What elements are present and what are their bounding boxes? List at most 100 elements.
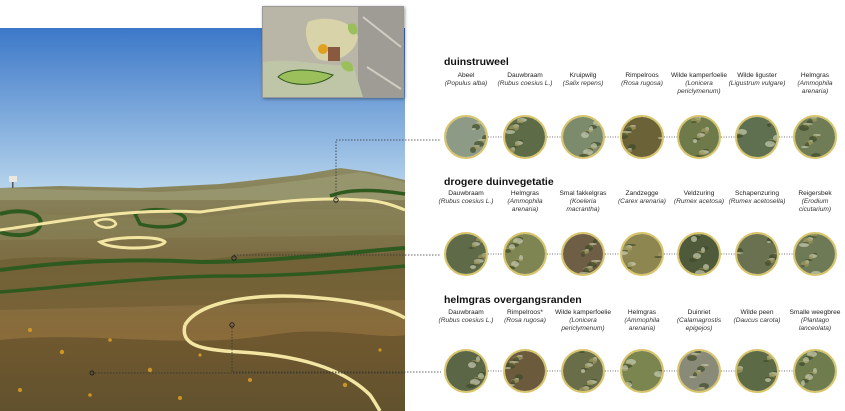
plant-latin-name: (Rubus coesius L.) bbox=[438, 198, 494, 205]
zone-drogere-duinvegetatie-line-2 bbox=[0, 264, 406, 294]
plant-label: Kruipwilg(Salix repens) bbox=[553, 72, 613, 88]
plant-label: Rimpelroos(Rosa rugosa) bbox=[612, 72, 672, 88]
plant-common-name: Abeel bbox=[457, 72, 475, 79]
zone-drogere-duinvegetatie-line bbox=[0, 246, 406, 272]
plant-latin-name: (Rumex acetosa) bbox=[673, 198, 725, 205]
plant-label: Dauwbraam(Rubus coesius L.) bbox=[436, 190, 496, 206]
plant-latin-name: (Koeleria macrantha) bbox=[566, 198, 600, 213]
plant-common-name: Zandzegge bbox=[625, 190, 659, 197]
plant-photo-circle bbox=[561, 349, 605, 393]
plant-label: Wilde liguster(Ligustrum vulgare) bbox=[727, 72, 787, 88]
plant-photo-circle bbox=[735, 349, 779, 393]
plant-label: Helmgras(Ammophila arenaria) bbox=[495, 190, 555, 214]
plant-latin-name: (Rosa rugosa) bbox=[621, 80, 663, 87]
plant-latin-name: (Plantago lanceolata) bbox=[798, 317, 832, 332]
plant-photo-circle bbox=[735, 115, 779, 159]
plant-photo-circle bbox=[503, 349, 547, 393]
plant-photo-circle bbox=[444, 232, 488, 276]
plant-latin-name: (Erodium cicutarium) bbox=[798, 198, 832, 213]
lifeguard-post bbox=[9, 176, 17, 188]
leader-line-drogere-duinvegetatie bbox=[233, 254, 441, 258]
plant-common-name: Dauwbraam bbox=[448, 309, 484, 316]
plant-photo-circle bbox=[444, 349, 488, 393]
zone-helmgras-overgang-line bbox=[183, 294, 406, 326]
plant-latin-name: (Daucus carota) bbox=[733, 317, 781, 324]
plant-photo-circle bbox=[620, 115, 664, 159]
plant-label: Helmgras(Ammophila arenaria) bbox=[612, 309, 672, 333]
plant-common-name: Kruipwilg bbox=[569, 72, 597, 79]
plant-photo-circle bbox=[620, 232, 664, 276]
section-title-helmgras-overgangsranden: helmgras overgangsranden bbox=[444, 294, 582, 306]
plant-photo-circle bbox=[503, 115, 547, 159]
zone-duinstruweel-outline-2 bbox=[132, 207, 187, 229]
plant-latin-name: (Calamagrostis epigejos) bbox=[676, 317, 722, 332]
section-title-drogere-duinvegetatie: drogere duinvegetatie bbox=[444, 176, 554, 188]
plant-label: Reigersbek(Erodium cicutarium) bbox=[785, 190, 845, 214]
plant-label: Wilde kamperfoelie(Lonicera periclymenum… bbox=[553, 309, 613, 333]
plant-latin-name: (Lonicera periclymenum) bbox=[561, 317, 605, 332]
plant-photo-circle bbox=[561, 115, 605, 159]
plant-photo-circle bbox=[677, 232, 721, 276]
plant-common-name: Wilde kamperfoelie bbox=[670, 72, 728, 79]
plant-latin-name: (Ligustrum vulgare) bbox=[728, 80, 786, 87]
plant-latin-name: (Salix repens) bbox=[562, 80, 604, 87]
zone-helmgras-blob bbox=[96, 236, 167, 250]
plant-label: Helmgras(Ammophila arenaria) bbox=[785, 72, 845, 96]
plant-label: Duinriet(Calamagrostis epigejos) bbox=[669, 309, 729, 333]
plant-latin-name: (Rubus coesius L.) bbox=[497, 80, 553, 87]
plant-latin-name: (Ammophila arenaria) bbox=[507, 198, 543, 213]
plant-common-name: Helmgras bbox=[800, 72, 830, 79]
plant-label: Dauwbraam(Rubus coesius L.) bbox=[436, 309, 496, 325]
plant-common-name: Dauwbraam bbox=[448, 190, 484, 197]
plant-label: Smal fakkelgras(Koeleria macrantha) bbox=[553, 190, 613, 214]
plant-photo-circle bbox=[503, 232, 547, 276]
leader-line-duinstruweel bbox=[335, 139, 441, 200]
plant-latin-name: (Ammophila arenaria) bbox=[797, 80, 833, 95]
plant-label: Wilde kamperfoelie(Lonicera periclymenum… bbox=[669, 72, 729, 96]
plant-label: Schapenzuring(Rumex acetosella) bbox=[727, 190, 787, 206]
plant-common-name: Wilde kamperfoelie bbox=[554, 309, 612, 316]
plant-common-name: Veldzuring bbox=[683, 190, 715, 197]
section-title-duinstruweel: duinstruweel bbox=[444, 56, 509, 68]
plant-latin-name: (Populus alba) bbox=[444, 80, 488, 87]
plant-photo-circle bbox=[677, 115, 721, 159]
plant-label: Smalle weegbree(Plantago lanceolata) bbox=[785, 309, 845, 333]
plant-photo-circle bbox=[735, 232, 779, 276]
plant-label: Rimpelroos*(Rosa rugosa) bbox=[495, 309, 555, 325]
plant-latin-name: (Rosa rugosa) bbox=[504, 317, 546, 324]
zone-duinstruweel-outline bbox=[0, 209, 43, 238]
zone-helmgras-overgang-line-2 bbox=[182, 324, 382, 411]
plant-common-name: Rimpelroos* bbox=[507, 309, 543, 316]
plant-latin-name: (Ammophila arenaria) bbox=[624, 317, 660, 332]
plant-photo-circle bbox=[793, 232, 837, 276]
zone-duinstruweel-outline-3 bbox=[329, 188, 406, 198]
zone-helmgras-line bbox=[0, 197, 406, 232]
plant-photo-circle bbox=[620, 349, 664, 393]
plant-common-name: Helmgras bbox=[627, 309, 657, 316]
plant-photo-circle bbox=[677, 349, 721, 393]
plant-label: Veldzuring(Rumex acetosa) bbox=[669, 190, 729, 206]
plant-label: Abeel(Populus alba) bbox=[436, 72, 496, 88]
plant-latin-name: (Rubus coesius L.) bbox=[438, 317, 494, 324]
plant-label: Dauwbraam(Rubus coesius L.) bbox=[495, 72, 555, 88]
plant-common-name: Smal fakkelgras bbox=[559, 190, 607, 197]
plant-common-name: Wilde liguster bbox=[737, 72, 777, 79]
plant-common-name: Reigersbek bbox=[798, 190, 832, 197]
plant-photo-circle bbox=[561, 232, 605, 276]
plant-latin-name: (Rumex acetosella) bbox=[728, 198, 786, 205]
plant-common-name: Smalle weegbree bbox=[789, 309, 841, 316]
plant-common-name: Schapenzuring bbox=[735, 190, 779, 197]
plant-latin-name: (Lonicera periclymenum) bbox=[677, 80, 721, 95]
plant-common-name: Duinriet bbox=[687, 309, 711, 316]
site-map-inset bbox=[262, 6, 404, 98]
plant-label: Zandzegge(Carex arenaria) bbox=[612, 190, 672, 206]
plant-common-name: Rimpelroos bbox=[625, 72, 659, 79]
plant-photo-circle bbox=[444, 115, 488, 159]
plant-common-name: Helmgras bbox=[510, 190, 540, 197]
leader-line-helmgras bbox=[231, 325, 441, 373]
plant-latin-name: (Carex arenaria) bbox=[617, 198, 666, 205]
plant-common-name: Dauwbraam bbox=[507, 72, 543, 79]
plant-label: Wilde peen(Daucus carota) bbox=[727, 309, 787, 325]
zone-helmgras-blob-2 bbox=[93, 218, 118, 229]
